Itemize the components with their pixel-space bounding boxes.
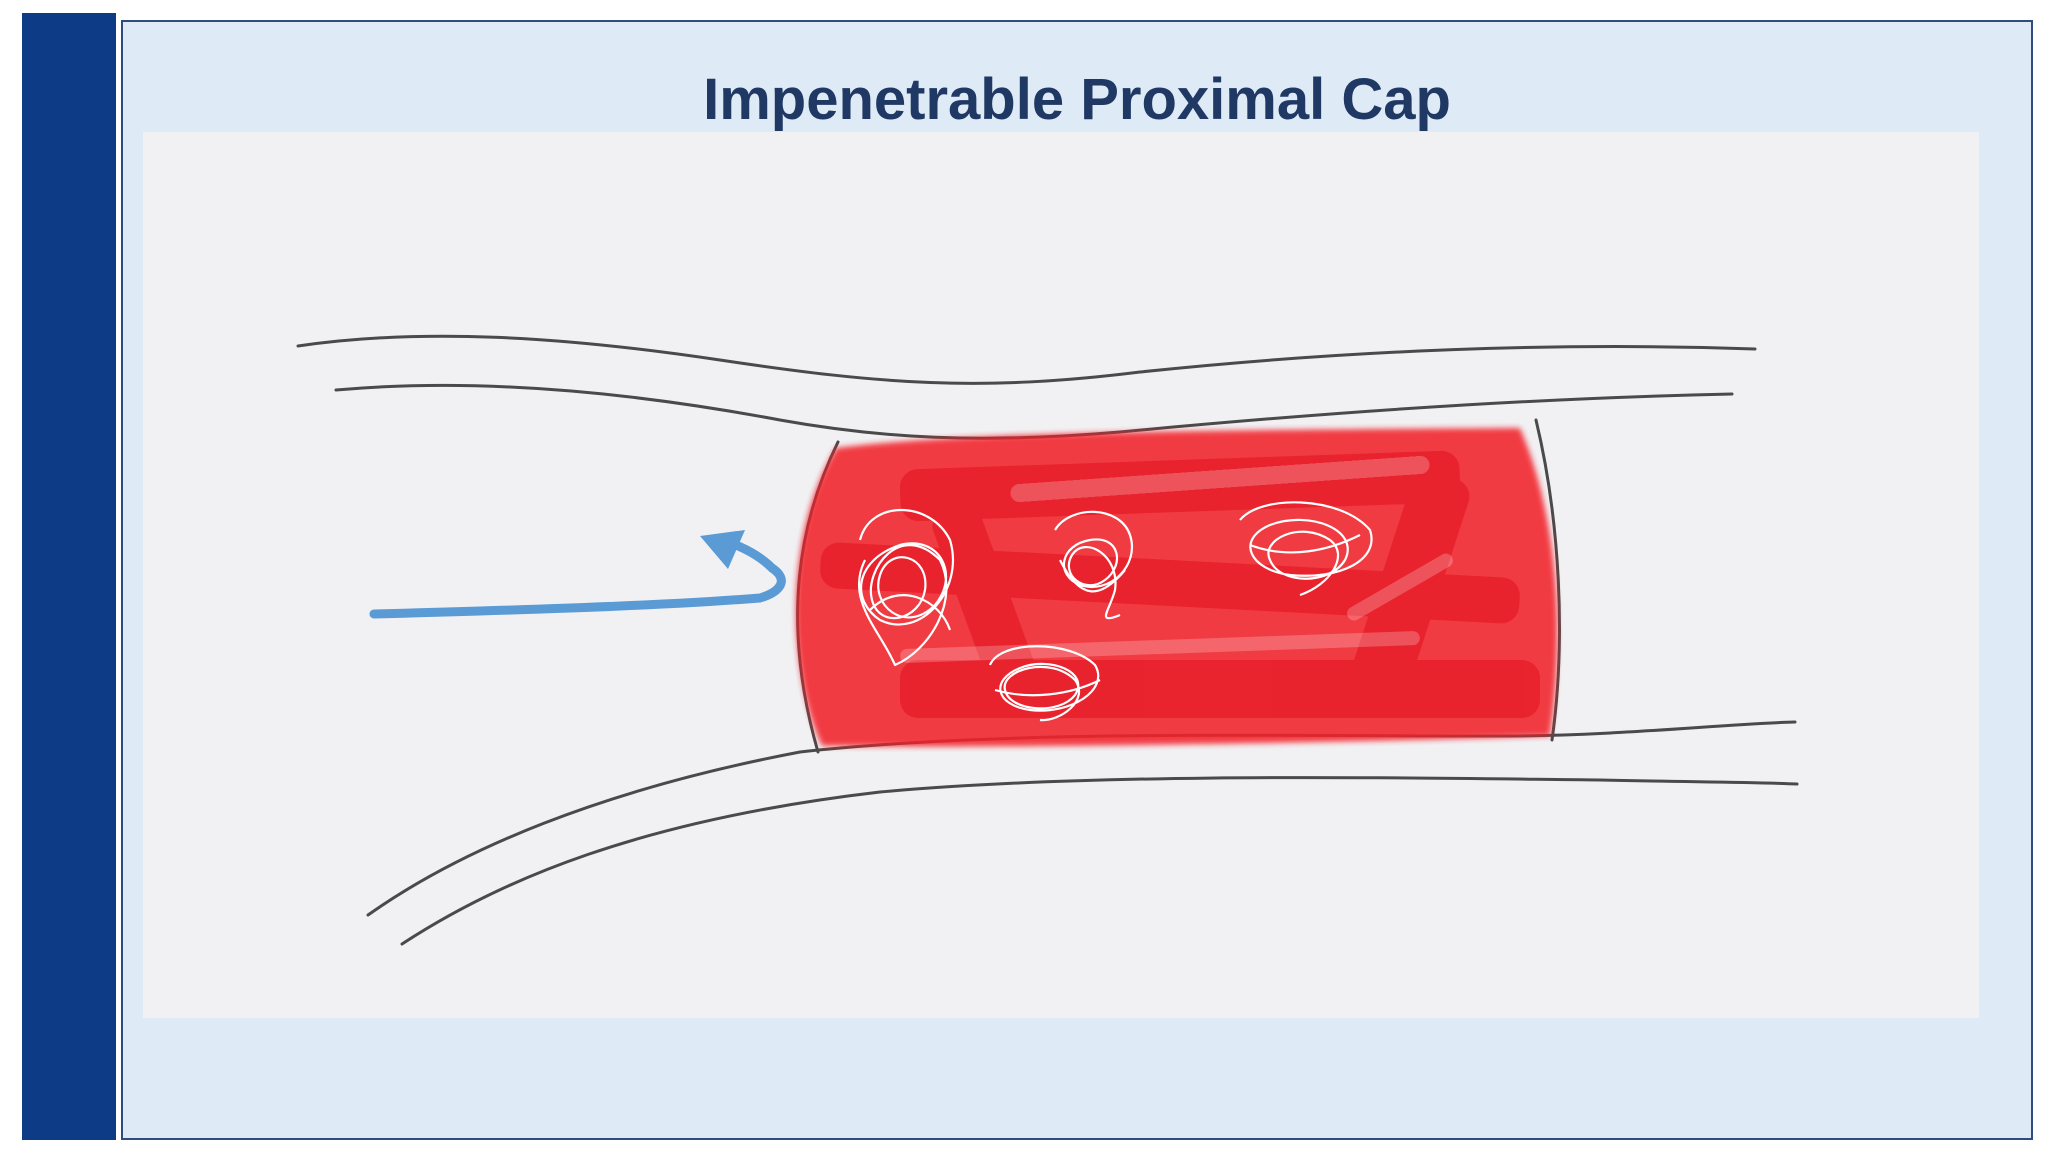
calcium-deposits xyxy=(858,501,1373,722)
calcium-deposit-3 xyxy=(1239,501,1373,597)
vessel-upper-outer-wall xyxy=(296,334,1757,385)
arrow-shaft xyxy=(369,537,786,619)
occlusion-distal-edge xyxy=(1534,418,1561,742)
calcium-deposit-2 xyxy=(1054,510,1133,620)
vessel-upper-inner-wall xyxy=(334,383,1734,440)
vessel-lower-inner-wall xyxy=(366,720,1797,917)
occlusion-body xyxy=(795,428,1558,747)
sidebar-accent-bar xyxy=(22,13,116,1140)
calcium-deposit-1 xyxy=(858,509,954,667)
calcium-deposit-4 xyxy=(988,645,1101,722)
slide-title: Impenetrable Proximal Cap xyxy=(703,67,1451,132)
vessel-lower-outer-wall xyxy=(400,776,1799,946)
occlusion-block xyxy=(795,428,1558,747)
arrow-head xyxy=(700,530,745,569)
guidewire-arrow xyxy=(369,530,786,619)
